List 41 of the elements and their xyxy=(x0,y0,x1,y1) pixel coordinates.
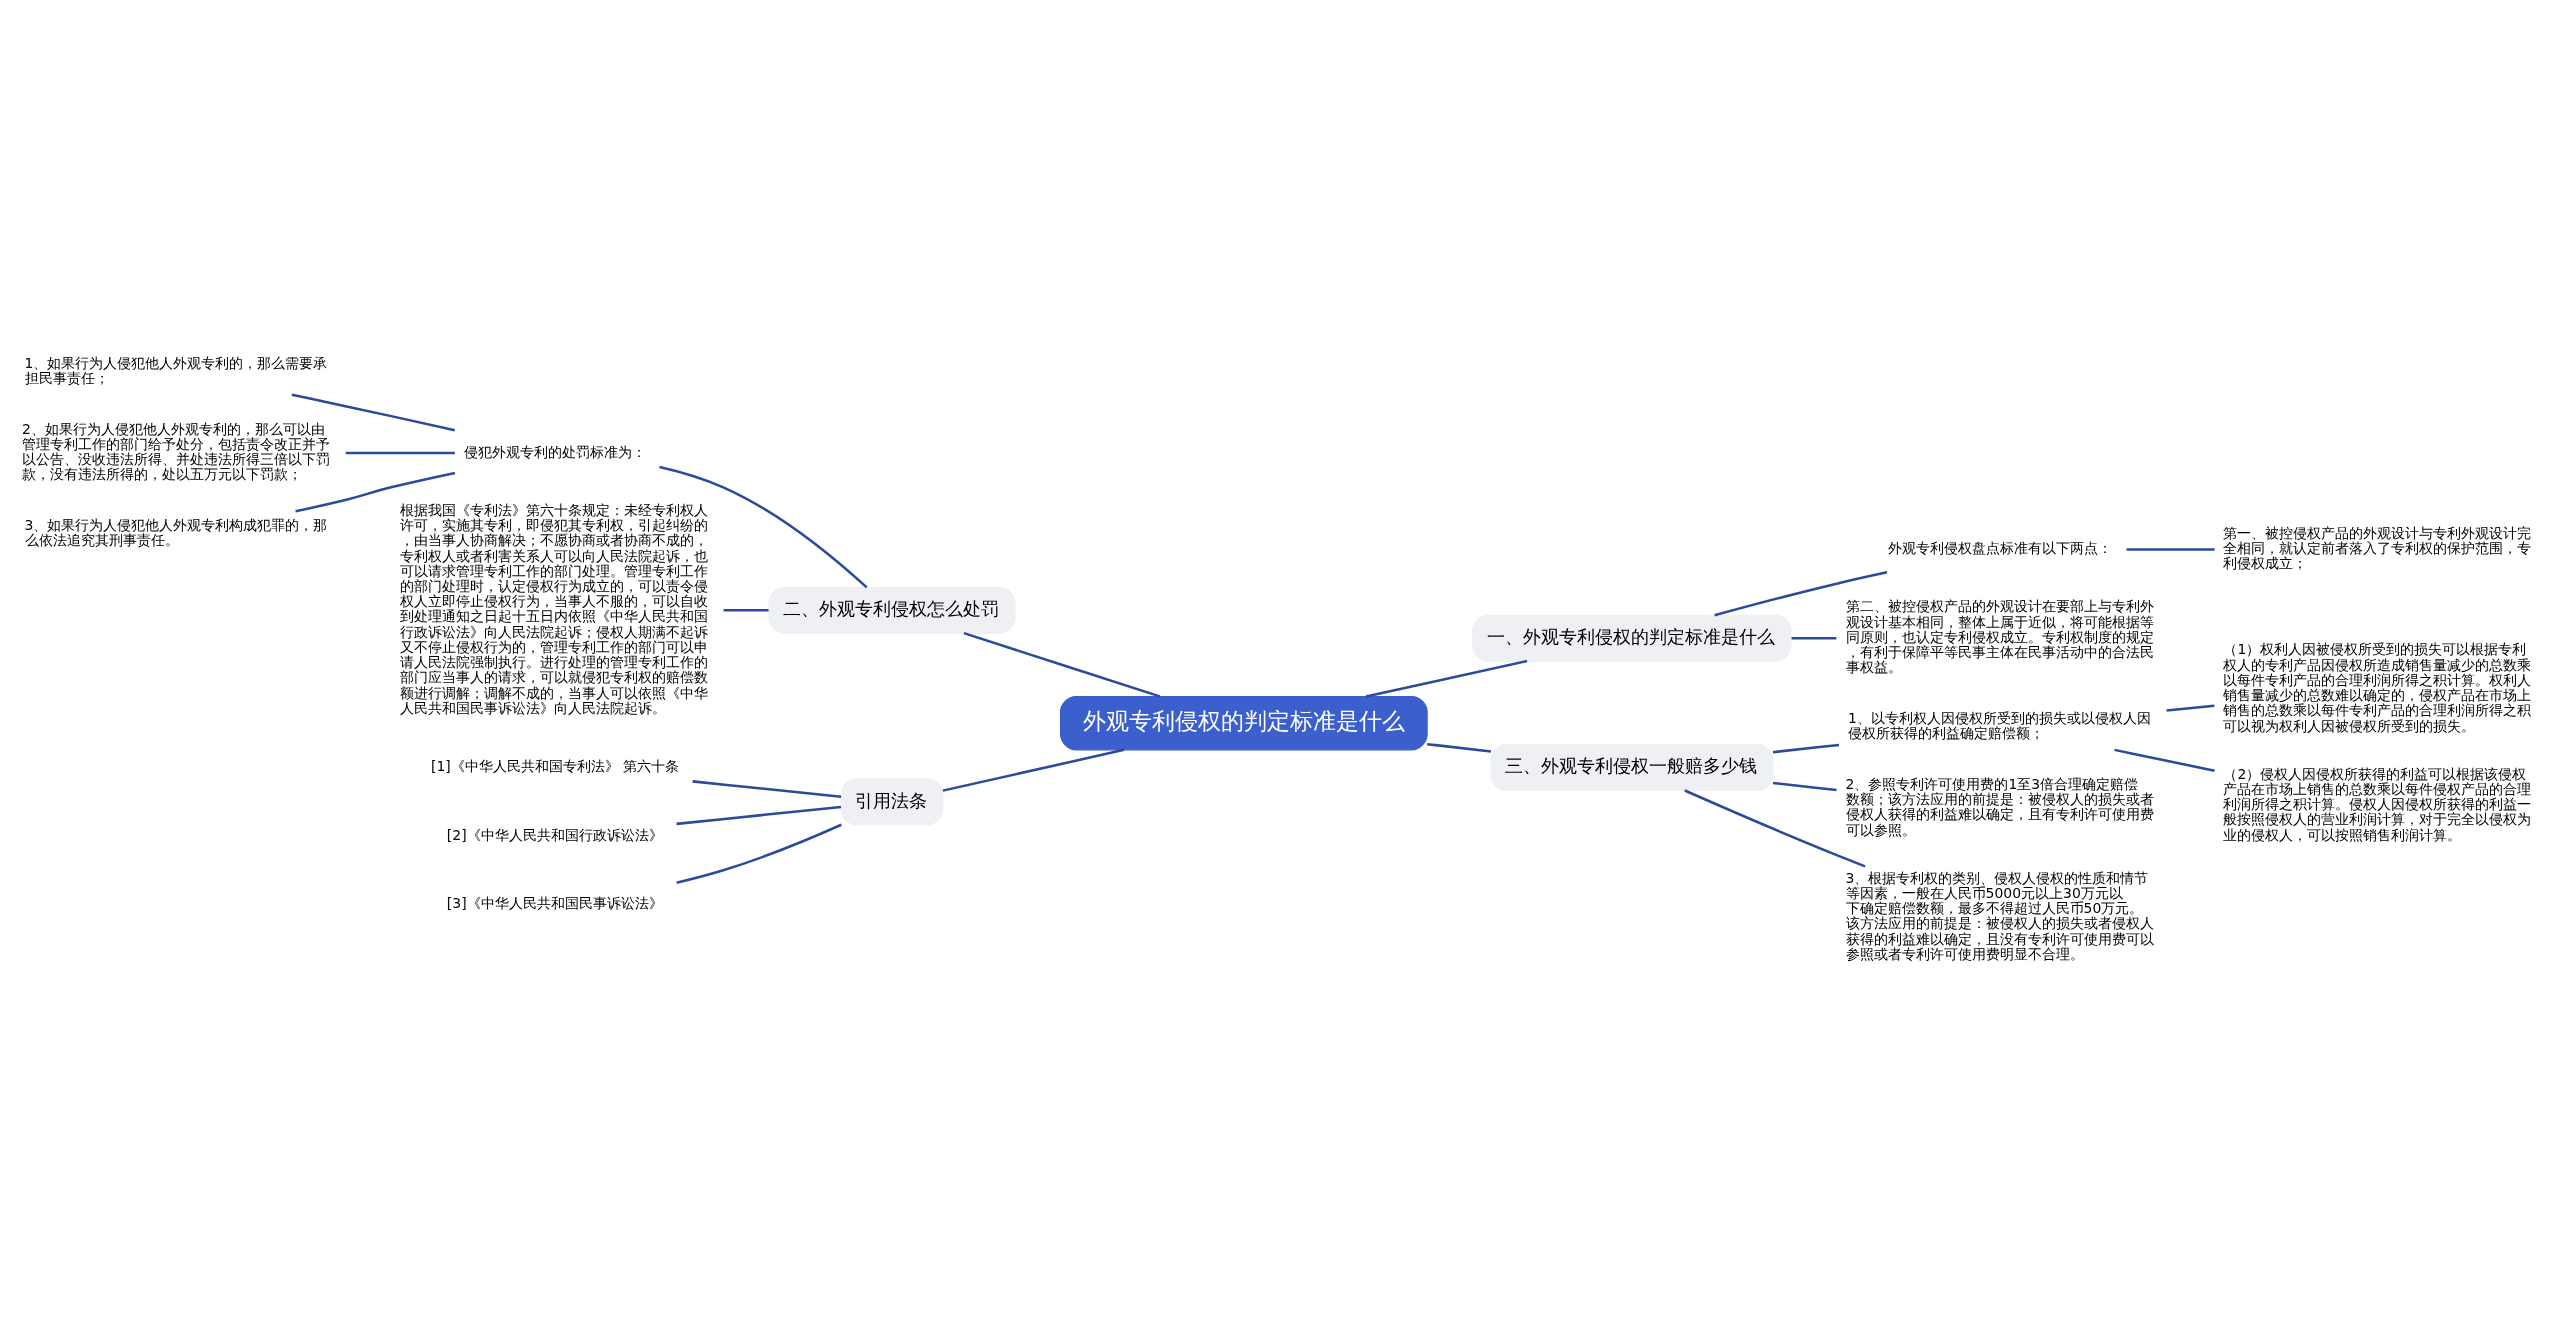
connector xyxy=(723,609,769,612)
node-text: 2、如果行为人侵犯他人外观专利的，那么可以由管理专利工作的部门给予处分，包括责令改正并予以公告、没收违法所得、并处违法所得三倍以下罚款，没有违法所得的，处以五万元以下罚款； xyxy=(22,420,330,483)
connector xyxy=(345,451,455,455)
node-text: （1）权利人因被侵权所受到的损失可以根据专利权人的专利产品因侵权所造成销售量减少的总数乘以每件专利产品的合理利润所得之积计算。权利人销售量减少的总数难以确定的，侵权产品在市场上销售的总数乘以每件专利产品的合理利润所得之积可以视为权利人因被侵权所受到的损失。 xyxy=(2223,641,2532,734)
connector xyxy=(2114,748,2215,773)
connector xyxy=(1365,659,1528,698)
connector xyxy=(1427,742,1492,753)
connector xyxy=(291,393,456,432)
connector xyxy=(2166,704,2215,712)
connector xyxy=(676,823,842,884)
connector xyxy=(1714,571,1888,617)
node-box: 一、外观专利侵权的判定标准是什么 xyxy=(1472,614,1792,662)
node-text: 3、如果行为人侵犯他人外观专利构成犯罪的，那么依法追究其刑事责任。 xyxy=(24,517,328,549)
connector xyxy=(1684,789,1866,868)
node-box: 外观专利侵权的判定标准是什么 xyxy=(1059,695,1428,751)
connector xyxy=(963,631,1161,698)
node-text: [2]《中华人民共和国行政诉讼法》 xyxy=(446,826,663,843)
connector xyxy=(1772,743,1840,754)
node-text: 根据我国《专利法》第六十条规定：未经专利权人许可，实施其专利，即侵犯其专利权，引起纠纷的，由当事人协商解决；不愿协商或者协商不成的，专利权人或者利害关系人可以向人民法院起诉，也可以请求管理专利工作的部门处理。管理专利工作的部门处理时，认定侵权行为成立的，可以责令侵权人立即停止侵权行为，当事人不服的，可以自收到处理通知之日起十五日内依照《中华人民共和国行政诉讼法》向人民法院起诉；侵权人期满不起诉又不停止侵权行为的，管理专利工作的部门可以申请人民法院强制执行。进行处理的管理专利工作的部门应当事人的请求，可以就侵犯专利权的赔偿数额进行调解；调解不成的，当事人可以依照《中华人民共和国民事诉讼法》向人民法院起诉。 xyxy=(399,501,708,716)
node-text: [1]《中华人民共和国专利法》 第六十条 xyxy=(430,758,680,775)
connector xyxy=(659,465,868,589)
node-text: （2）侵权人因侵权所获得的利益可以根据该侵权产品在市场上销售的总数乘以每件侵权产品的合理利润所得之积计算。侵权人因侵权所获得的利益一般按照侵权人的营业利润计算，对于完全以侵权为业的侵权人，可以按照销售利润计算。 xyxy=(2223,765,2532,843)
connector xyxy=(942,748,1125,792)
node-text: 1、如果行为人侵犯他人外观专利的，那么需要承担民事责任； xyxy=(24,354,328,387)
connector xyxy=(676,805,842,826)
connector xyxy=(1791,636,1837,640)
node-text: 1、以专利权人因侵权所受到的损失或以侵权人因侵权所获得的利益确定赔偿额； xyxy=(1848,709,2151,742)
node-text: 2、参照专利许可使用费的1至3倍合理确定赔偿数额；该方法应用的前提是：被侵权人的损失或者侵权人获得的利益难以确定，且有专利许可使用费可以参照。 xyxy=(1845,775,2154,838)
connector xyxy=(2126,548,2215,551)
connector xyxy=(692,780,842,798)
node-text: 侵犯外观专利的处罚标准为： xyxy=(463,443,646,460)
connector xyxy=(295,471,456,513)
node-text: [3]《中华人民共和国民事诉讼法》 xyxy=(446,895,663,912)
connector xyxy=(1772,781,1837,792)
node-box: 引用法条 xyxy=(840,778,944,826)
node-text: 3、根据专利权的类别、侵权人侵权的性质和情节等因素，一般在人民币5000元以上30万元以下确定赔偿数额，最多不得超过人民币50万元。该方法应用的前提是：被侵权人的损失或者侵权人获得的利益难以确定，且没有专利许可使用费可以参照或者专利许可使用费明显不合理。 xyxy=(1845,869,2154,962)
node-text: 第二、被控侵权产品的外观设计在要部上与专利外观设计基本相同，整体上属于近似，将可能根据等同原则，也认定专利侵权成立。专利权制度的规定，有利于保障平等民事主体在民事活动中的合法民事权益。 xyxy=(1845,598,2154,676)
node-text: 第一、被控侵权产品的外观设计与专利外观设计完全相同，就认定前者落入了专利权的保护范围，专利侵权成立； xyxy=(2223,524,2532,572)
node-box: 二、外观专利侵权怎么处罚 xyxy=(768,586,1016,634)
node-text: 外观专利侵权盘点标准有以下两点： xyxy=(1888,539,2113,556)
node-box: 三、外观专利侵权一般赔多少钱 xyxy=(1490,744,1774,792)
